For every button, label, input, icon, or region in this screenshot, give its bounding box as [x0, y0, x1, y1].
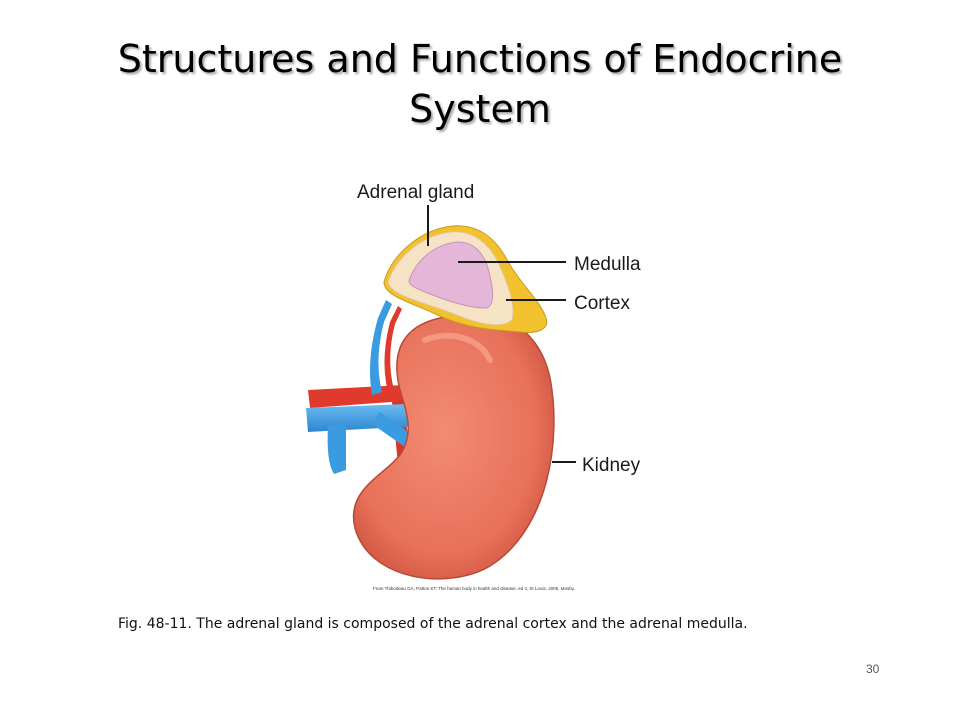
adrenal-artery: [384, 306, 402, 392]
title-line-1: Structures and Functions of Endocrine: [117, 37, 843, 81]
adrenal-gland: [383, 225, 548, 333]
label-adrenal-gland: Adrenal gland: [357, 182, 474, 203]
label-cortex: Cortex: [574, 293, 630, 314]
adrenal-vein: [370, 300, 392, 395]
vein-branch-down: [327, 424, 346, 474]
adrenal-medulla: [408, 241, 494, 309]
page-number: 30: [866, 662, 880, 676]
kidney-shape: [352, 311, 555, 580]
label-medulla: Medulla: [574, 254, 641, 275]
leader-lines: [427, 205, 576, 463]
figure-credit: From Thibodeau GA, Patton KT: The human …: [373, 586, 575, 591]
figure-caption: Fig. 48-11. The adrenal gland is compose…: [118, 616, 748, 632]
title-line-2: System: [409, 87, 551, 131]
kidney-highlight: [422, 332, 493, 363]
label-kidney: Kidney: [582, 455, 641, 476]
slide-title: Structures and Functions of Endocrine Sy…: [40, 34, 920, 134]
